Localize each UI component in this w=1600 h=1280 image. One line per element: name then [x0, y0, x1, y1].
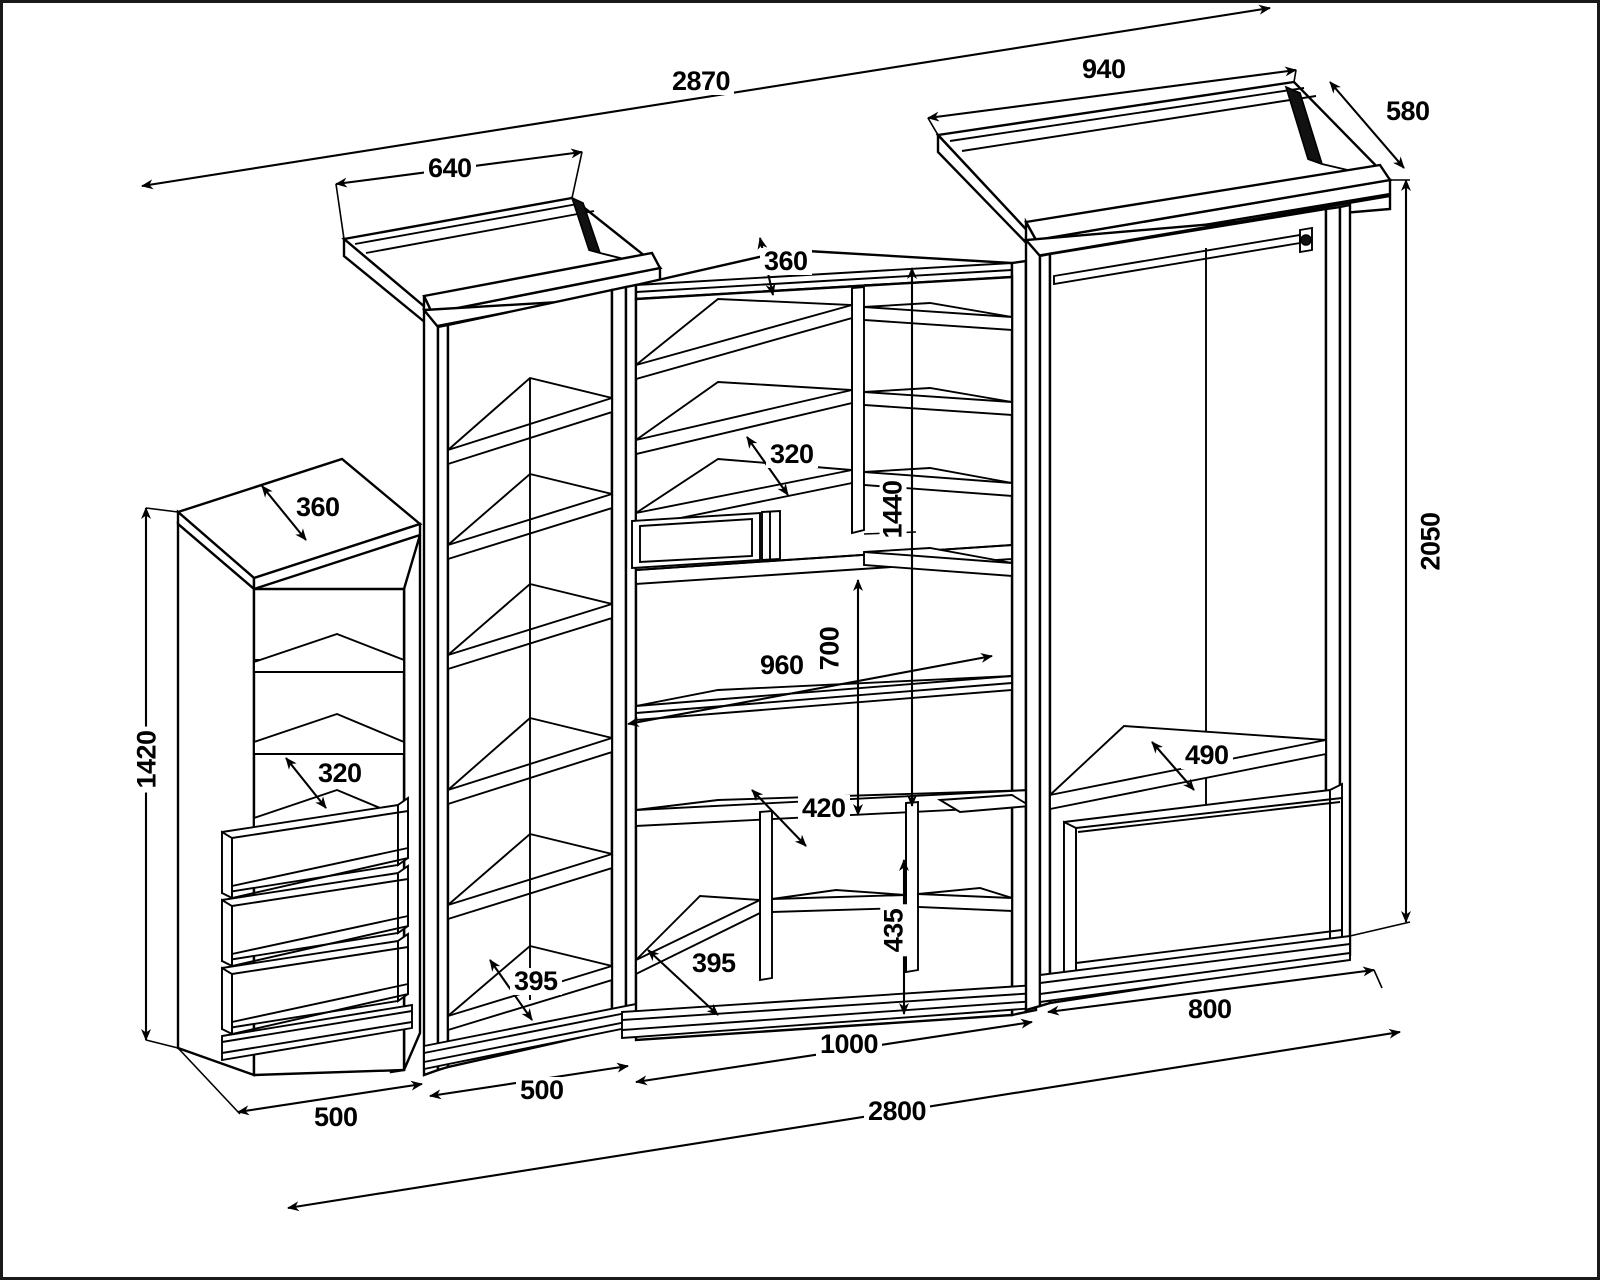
dimension-label-700: 700: [814, 622, 844, 675]
dimension-label-940: 940: [1078, 56, 1130, 83]
center-niche-lip: [631, 509, 781, 570]
dimension-label-395-center: 395: [688, 950, 740, 977]
dimension-label-420: 420: [798, 795, 850, 822]
dimension-label-640: 640: [424, 155, 476, 182]
dimension-label-1000: 1000: [816, 1031, 883, 1058]
dimension-label-800: 800: [1184, 996, 1236, 1023]
dimension-label-395-bookcase: 395: [510, 968, 562, 995]
dimension-label-2050: 2050: [1416, 508, 1446, 575]
module-tall-bookcase: [341, 196, 663, 1077]
module-left-drawer-cabinet: [175, 457, 423, 1077]
dimension-label-360-center: 360: [760, 248, 812, 275]
wardrobe-hanging-rail: [1053, 226, 1313, 286]
dimension-label-580: 580: [1382, 98, 1434, 125]
dimension-label-320-left: 320: [314, 760, 366, 787]
dimension-label-960: 960: [756, 652, 808, 679]
dimension-label-500-left: 500: [310, 1104, 362, 1131]
dimension-lines: [141, 4, 1411, 1212]
dimension-label-2800: 2800: [864, 1098, 931, 1125]
dimension-label-1440: 1440: [878, 476, 908, 543]
dimension-label-320-center: 320: [766, 441, 818, 468]
dimension-label-1420: 1420: [132, 726, 162, 793]
dimension-label-490: 490: [1181, 742, 1233, 769]
dimension-label-360-left: 360: [292, 494, 344, 521]
left-cabinet-drawers: [221, 796, 409, 1036]
dimension-label-2870: 2870: [668, 68, 735, 95]
dimension-label-500-bookcase: 500: [516, 1077, 568, 1104]
dimension-label-435: 435: [878, 904, 908, 957]
